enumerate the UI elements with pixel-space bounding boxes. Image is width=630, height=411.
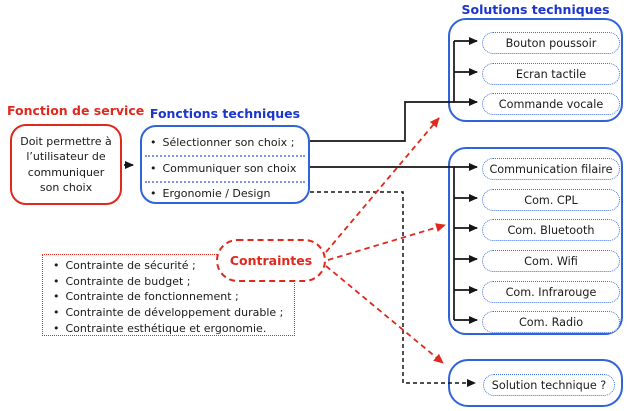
- solution-label: Com. Radio: [518, 315, 584, 329]
- solution-box: Com. Infrarouge: [482, 281, 620, 303]
- solution-label: Ecran tactile: [515, 67, 587, 81]
- solution-box: Communication filaire: [482, 158, 620, 180]
- bullet-icon: •: [150, 161, 157, 175]
- solution-label: Com. Infrarouge: [505, 285, 597, 299]
- service-function-line: son choix: [39, 181, 93, 194]
- service-function-line: Doit permettre à: [20, 134, 112, 148]
- constraint-item-label: Contrainte de fonctionnement ;: [65, 290, 239, 304]
- constraints-oval: Contraintes: [216, 239, 326, 282]
- solution-label: Com. CPL: [524, 193, 578, 207]
- label-fonctions-techniques: Fonctions techniques: [149, 106, 301, 121]
- bullet-icon: •: [53, 274, 60, 288]
- solution-label: Com. Wifi: [524, 254, 578, 268]
- service-function-box: Doit permettre à l’utilisateur de commun…: [10, 124, 122, 205]
- solution-box: Ecran tactile: [482, 63, 620, 85]
- bullet-icon: •: [150, 186, 157, 200]
- bullet-icon: •: [53, 259, 60, 273]
- solution-label: Commande vocale: [498, 97, 604, 111]
- solution-label: Bouton poussoir: [505, 36, 597, 50]
- solution-box: Commande vocale: [482, 93, 620, 115]
- solution-box: Com. Bluetooth: [482, 219, 620, 241]
- constraint-arrow-to-communication-group: [327, 223, 446, 261]
- constraint-arrow-to-other-group: [325, 265, 444, 364]
- constraint-item: • Contrainte esthétique et ergonomie.: [53, 320, 294, 336]
- function-item: • Ergonomie / Design: [150, 185, 306, 201]
- solution-box: Solution technique ?: [483, 374, 615, 396]
- constraint-item-label: Contrainte de budget ;: [65, 274, 191, 288]
- row-separator: [145, 155, 305, 157]
- solution-box: Com. Wifi: [482, 250, 620, 272]
- bullet-icon: •: [150, 135, 157, 149]
- constraints-oval-label: Contraintes: [229, 253, 313, 268]
- constraint-item-label: Contrainte esthétique et ergonomie.: [65, 321, 267, 335]
- label-solutions-techniques: Solutions techniques: [461, 2, 610, 17]
- solution-box: Com. Radio: [482, 311, 620, 333]
- constraint-arrow-to-interface-group: [325, 117, 440, 253]
- service-function-line: communiquer: [27, 165, 105, 179]
- service-function-line: l’utilisateur de: [26, 150, 106, 163]
- constraint-item: • Contrainte de développement durable ;: [53, 305, 294, 321]
- solutions-group-interface: Bouton poussoir Ecran tactile Commande v…: [448, 18, 623, 122]
- wire-function2-to-communication: [310, 166, 455, 320]
- solution-label: Solution technique ?: [491, 378, 607, 392]
- function-item-label: Ergonomie / Design: [162, 186, 271, 200]
- constraint-item: • Contrainte de fonctionnement ;: [53, 289, 294, 305]
- function-item: • Sélectionner son choix ;: [150, 134, 306, 150]
- constraint-item: • Contrainte de budget ;: [53, 274, 294, 290]
- bullet-icon: •: [53, 306, 60, 320]
- constraint-item: • Contrainte de sécurité ;: [53, 258, 294, 274]
- constraint-item-label: Contrainte de développement durable ;: [65, 306, 284, 320]
- function-item-label: Sélectionner son choix ;: [162, 135, 295, 149]
- solution-label: Com. Bluetooth: [507, 223, 595, 237]
- solution-box: Bouton poussoir: [482, 32, 620, 54]
- wire-function1-to-interface: [310, 41, 455, 142]
- technical-functions-box: • Sélectionner son choix ; • Communiquer…: [140, 125, 310, 204]
- solutions-group-communication: Communication filaire Com. CPL Com. Blue…: [448, 147, 623, 335]
- bullet-icon: •: [53, 290, 60, 304]
- constraint-item-label: Contrainte de sécurité ;: [65, 259, 196, 273]
- label-fonction-de-service: Fonction de service: [7, 103, 145, 118]
- function-item-label: Communiquer son choix: [162, 161, 297, 175]
- solution-box: Com. CPL: [482, 189, 620, 211]
- bullet-icon: •: [53, 321, 60, 335]
- solutions-group-other: Solution technique ?: [448, 359, 623, 407]
- row-separator: [145, 181, 305, 183]
- solution-label: Communication filaire: [489, 162, 613, 176]
- function-item: • Communiquer son choix: [150, 160, 306, 176]
